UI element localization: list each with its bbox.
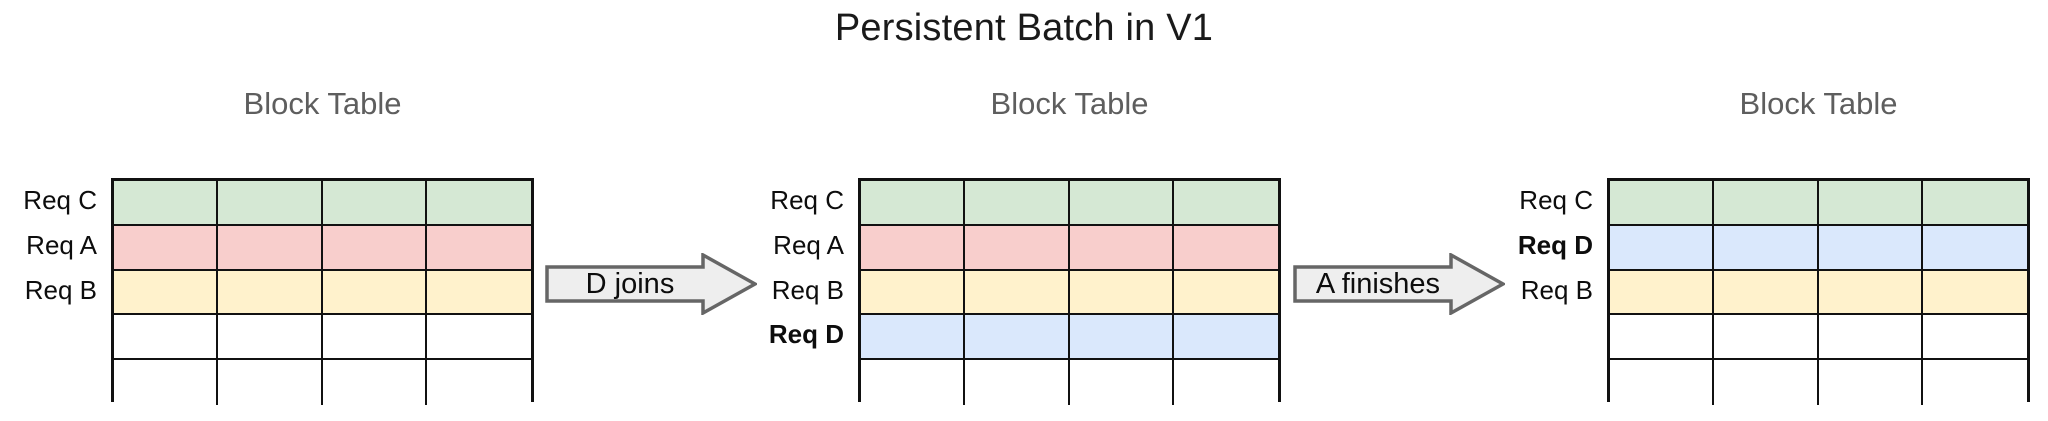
- block-cell: [1922, 181, 2027, 226]
- arrow-d-joins: D joins: [545, 253, 757, 315]
- block-cell: [1610, 315, 1715, 361]
- block-cell: [426, 315, 531, 361]
- block-cell: [1610, 181, 1715, 226]
- block-cell: [1069, 270, 1174, 316]
- row-label-3-1: Req D: [1517, 229, 1593, 260]
- block-cell: [1922, 315, 2027, 361]
- block-cell: [114, 270, 219, 316]
- block-cell: [1714, 270, 1819, 316]
- stage-1: Block Table Req C Req A Req B: [0, 0, 534, 421]
- stage-2: Block Table Req C Req A Req B Req D: [747, 0, 1281, 421]
- block-cell: [965, 270, 1070, 316]
- row-label-list-1: Req C Req A Req B: [0, 178, 111, 402]
- block-cell: [1714, 225, 1819, 271]
- block-cell: [322, 270, 427, 316]
- block-cell: [1173, 270, 1278, 316]
- block-cell: [965, 360, 1070, 405]
- block-cell: [1818, 181, 1923, 226]
- block-cell: [1922, 225, 2027, 271]
- block-cell: [1714, 315, 1819, 361]
- block-cell: [426, 270, 531, 316]
- block-cell: [1818, 315, 1923, 361]
- block-cell: [1922, 270, 2027, 316]
- block-cell: [322, 315, 427, 361]
- block-cell: [114, 181, 219, 226]
- block-cell: [965, 315, 1070, 361]
- row-label-list-2: Req C Req A Req B Req D: [747, 178, 858, 402]
- block-cell: [965, 181, 1070, 226]
- block-cell: [426, 225, 531, 271]
- row-label-2-0: Req C: [770, 185, 844, 215]
- block-table-grid-2: [858, 178, 1281, 405]
- block-cell: [1173, 360, 1278, 405]
- block-cell: [218, 225, 323, 271]
- block-table-grid-3: [1607, 178, 2030, 405]
- block-cell: [1069, 360, 1174, 405]
- block-cell: [426, 360, 531, 405]
- block-cell: [114, 360, 219, 405]
- block-cell: [965, 225, 1070, 271]
- block-cell: [1818, 270, 1923, 316]
- row-label-1-0: Req C: [23, 185, 97, 215]
- row-label-1-1: Req A: [26, 229, 97, 260]
- stage-3: Block Table Req C Req D Req B: [1496, 0, 2030, 421]
- row-label-3-0: Req C: [1519, 185, 1593, 215]
- block-table-header-3: Block Table: [1739, 86, 1898, 121]
- block-cell: [322, 225, 427, 271]
- row-label-3-4: [1496, 357, 1607, 402]
- page-title: Persistent Batch in V1: [834, 7, 1214, 49]
- block-cell: [218, 315, 323, 361]
- block-cell: [1714, 360, 1819, 405]
- block-cell: [1610, 270, 1715, 316]
- block-cell: [218, 270, 323, 316]
- block-cell: [1818, 225, 1923, 271]
- row-label-1-2: Req B: [24, 274, 97, 305]
- row-label-1-4: [0, 357, 111, 402]
- block-cell: [1610, 360, 1715, 405]
- row-label-list-3: Req C Req D Req B: [1496, 178, 1607, 402]
- block-cell: [1069, 315, 1174, 361]
- block-cell: [322, 360, 427, 405]
- row-label-2-1: Req A: [773, 229, 844, 260]
- block-cell: [1714, 181, 1819, 226]
- block-cell: [218, 360, 323, 405]
- block-cell: [1922, 360, 2027, 405]
- block-cell: [1610, 225, 1715, 271]
- row-label-3-3: [1496, 312, 1607, 357]
- block-table-header-2: Block Table: [990, 86, 1149, 121]
- row-label-3-2: Req B: [1520, 274, 1593, 305]
- right-arrow-icon: [545, 253, 757, 315]
- block-cell: [114, 225, 219, 271]
- block-cell: [322, 181, 427, 226]
- block-table-grid-1: [111, 178, 534, 405]
- block-cell: [1173, 315, 1278, 361]
- arrow-a-finishes: A finishes: [1293, 253, 1505, 315]
- row-label-2-4: [747, 357, 858, 402]
- block-cell: [861, 225, 966, 271]
- block-cell: [1173, 181, 1278, 226]
- row-label-2-3: Req D: [768, 319, 844, 350]
- block-cell: [1818, 360, 1923, 405]
- block-cell: [426, 181, 531, 226]
- block-cell: [861, 270, 966, 316]
- row-label-2-2: Req B: [771, 274, 844, 305]
- block-cell: [218, 181, 323, 226]
- block-cell: [861, 315, 966, 361]
- block-cell: [1173, 225, 1278, 271]
- block-table-header-1: Block Table: [243, 86, 402, 121]
- block-cell: [1069, 225, 1174, 271]
- block-cell: [1069, 181, 1174, 226]
- row-label-1-3: [0, 312, 111, 357]
- block-cell: [861, 181, 966, 226]
- block-cell: [861, 360, 966, 405]
- block-cell: [114, 315, 219, 361]
- right-arrow-icon: [1293, 253, 1505, 315]
